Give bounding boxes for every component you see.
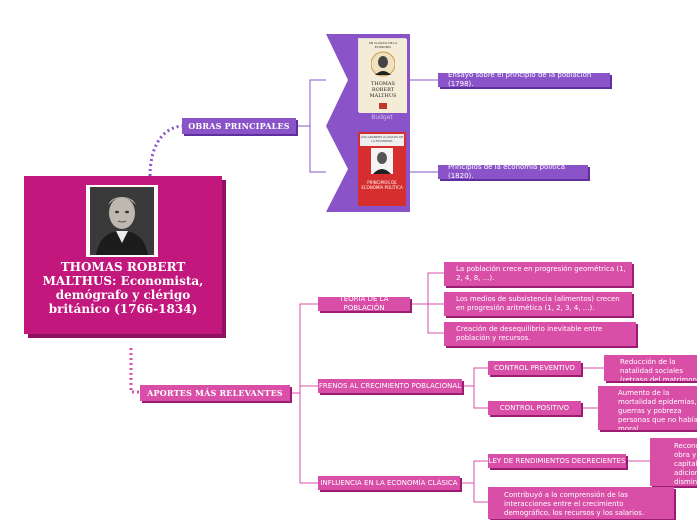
control-preventivo-node[interactable]: CONTROL PREVENTIVO	[488, 361, 581, 375]
ley-rendimientos-desc-text: Reconoce obra y capital adicional dismin…	[674, 442, 697, 486]
connector-root-obras	[148, 124, 183, 177]
aportes-label: APORTES MÁS RELEVANTES	[147, 387, 283, 398]
teoria-label: TEORÍA DE LA POBLACIÓN	[339, 295, 389, 312]
connector-obras-book2	[296, 125, 326, 173]
teoria-item-1[interactable]: La población crece en progresión geométr…	[444, 262, 632, 286]
teoria-item-2-text: Los medios de subsistencia (alimentos) c…	[456, 295, 620, 312]
connector-aportes-frenos	[290, 385, 318, 394]
control-positivo-label: CONTROL POSITIVO	[499, 403, 570, 412]
ley-rendimientos-label: LEY DE RENDIMIENTOS DECRECIENTES	[488, 456, 626, 465]
contribuyo-text: Contribuyó a la comprensión de las inter…	[504, 491, 645, 517]
book1-desc-text: Ensayo sobre el principio de la població…	[448, 71, 592, 88]
teoria-item-1-text: La población crece en progresión geométr…	[456, 265, 626, 282]
book2-cover-author: PRINCIPIOS DE ECONOMÍA POLÍTICA	[361, 180, 403, 190]
book1-node[interactable]: UN CLÁSICO DE LA ECONOMÍA THOMAS ROBERT …	[326, 34, 410, 126]
obras-principales-node[interactable]: OBRAS PRINCIPALES	[182, 118, 296, 134]
teoria-item-2[interactable]: Los medios de subsistencia (alimentos) c…	[444, 292, 632, 316]
book1-cover-author: THOMAS ROBERT MALTHUS	[369, 81, 397, 99]
aportes-node[interactable]: APORTES MÁS RELEVANTES	[140, 385, 290, 401]
control-positivo-node[interactable]: CONTROL POSITIVO	[488, 401, 581, 415]
book2-cover: LOS GRANDES CLÁSICOS DE LA ECONOMÍA PRIN…	[358, 132, 406, 206]
control-positivo-desc[interactable]: Aumento de la mortalidad epidemias, guer…	[598, 386, 697, 430]
frenos-label: FRENOS AL CRECIMIENTO POBLACIONAL	[318, 381, 462, 390]
ley-rendimientos-node[interactable]: LEY DE RENDIMIENTOS DECRECIENTES	[488, 454, 626, 468]
book1-desc[interactable]: Ensayo sobre el principio de la població…	[438, 71, 610, 88]
connector-frenos-items	[462, 367, 488, 409]
ley-rendimientos-desc[interactable]: Reconoce obra y capital adicional dismin…	[650, 438, 697, 486]
book2-cover-top: LOS GRANDES CLÁSICOS DE LA ECONOMÍA	[360, 135, 404, 143]
connector-aportes-influencia	[290, 392, 318, 484]
connector-aportes-teoria	[290, 303, 318, 394]
connector-root-aportes	[129, 348, 140, 394]
control-preventivo-label: CONTROL PREVENTIVO	[494, 363, 575, 372]
portrait-icon	[90, 187, 154, 255]
obras-principales-label: OBRAS PRINCIPALES	[188, 120, 290, 131]
root-node[interactable]: THOMAS ROBERT MALTHUS: Economista, demóg…	[24, 176, 222, 334]
book1-portrait-icon	[371, 51, 395, 77]
contribuyo-node[interactable]: Contribuyó a la comprensión de las inter…	[488, 487, 674, 519]
book2-portrait-icon	[371, 148, 393, 174]
connector-influencia-items	[460, 460, 488, 503]
influencia-node[interactable]: INFLUENCIA EN LA ECONOMÍA CLÁSICA	[318, 476, 460, 490]
teoria-item-3-text: Creación de desequilibrio inevitable ent…	[456, 325, 603, 342]
root-title: THOMAS ROBERT MALTHUS: Economista, demóg…	[42, 260, 204, 316]
book2-desc-text: Principios de la economía política (1820…	[448, 163, 566, 180]
connector-obras-book1	[296, 79, 326, 127]
control-preventivo-desc[interactable]: Reducción de la natalidad sociales (retr…	[604, 355, 697, 381]
frenos-node[interactable]: FRENOS AL CRECIMIENTO POBLACIONAL	[318, 379, 462, 393]
teoria-node[interactable]: TEORÍA DE LA POBLACIÓN	[318, 295, 410, 312]
book1-cover: UN CLÁSICO DE LA ECONOMÍA THOMAS ROBERT …	[358, 38, 407, 113]
teoria-item-3[interactable]: Creación de desequilibrio inevitable ent…	[444, 322, 636, 346]
portrait-image	[86, 185, 158, 257]
control-preventivo-desc-text: Reducción de la natalidad sociales (retr…	[620, 358, 697, 381]
control-positivo-desc-text: Aumento de la mortalidad epidemias, guer…	[618, 389, 697, 430]
connector-teoria-items	[410, 272, 444, 334]
book2-desc[interactable]: Principios de la economía política (1820…	[438, 163, 588, 180]
influencia-label: INFLUENCIA EN LA ECONOMÍA CLÁSICA	[320, 478, 458, 487]
book2-node[interactable]: LOS GRANDES CLÁSICOS DE LA ECONOMÍA PRIN…	[326, 126, 410, 212]
book1-caption: Budget	[371, 114, 393, 121]
book1-cover-top: UN CLÁSICO DE LA ECONOMÍA	[368, 41, 398, 49]
